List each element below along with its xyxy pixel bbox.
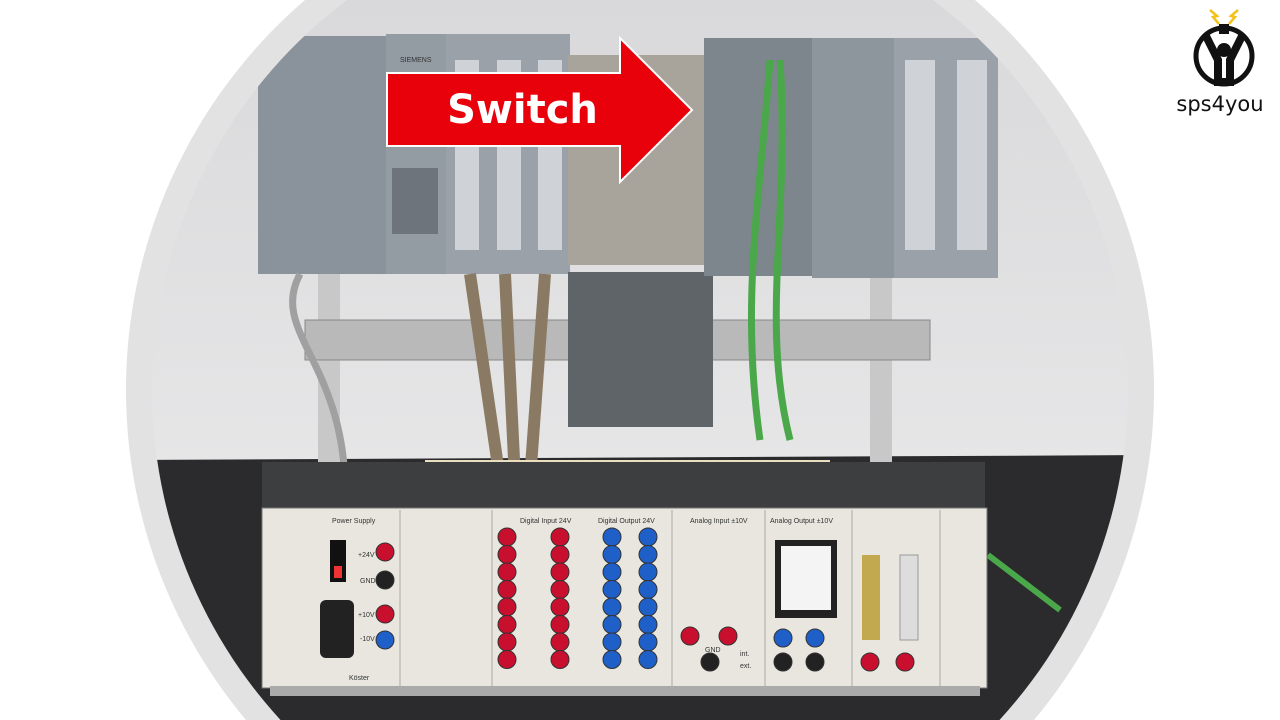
jack-socket xyxy=(638,597,658,617)
jack-socket xyxy=(638,650,658,669)
jack-socket xyxy=(497,650,517,669)
et200-module xyxy=(568,272,713,427)
section-label: Digital Input 24V xyxy=(520,518,572,525)
jack-socket xyxy=(375,570,395,590)
section-label: Digital Output 24V xyxy=(598,518,655,525)
analog-label: int. xyxy=(740,651,749,658)
jack-socket xyxy=(680,626,700,646)
jack-socket xyxy=(602,580,622,599)
jack-socket xyxy=(497,562,517,582)
analog-label: GND xyxy=(705,647,721,654)
jack-socket xyxy=(497,597,517,617)
power-label: +24V xyxy=(358,552,375,559)
jack-socket xyxy=(497,545,517,564)
jack-socket xyxy=(638,545,658,564)
jack-socket xyxy=(602,527,622,547)
jack-socket xyxy=(700,652,720,672)
jack-socket xyxy=(805,652,825,672)
jack-socket xyxy=(805,628,825,648)
jack-socket xyxy=(497,580,517,599)
section-label: Power Supply xyxy=(332,518,376,525)
jack-socket xyxy=(638,632,658,652)
jack-socket xyxy=(895,652,915,672)
jack-socket xyxy=(602,632,622,652)
jack-socket xyxy=(638,527,658,547)
plc-cpu-module xyxy=(258,36,386,274)
jack-socket xyxy=(638,562,658,582)
jack-socket xyxy=(375,542,395,562)
analog-label: ext. xyxy=(740,663,751,670)
maker-label: Köster xyxy=(349,675,370,682)
siemens-label: SIEMENS xyxy=(400,57,432,64)
sps4you-logo xyxy=(1193,9,1255,87)
jack-socket xyxy=(602,562,622,582)
jack-socket xyxy=(550,650,570,669)
jack-socket xyxy=(718,626,738,646)
jack-socket xyxy=(773,628,793,648)
section-label: Analog Output ±10V xyxy=(770,518,833,525)
jack-socket xyxy=(375,630,395,650)
jack-socket xyxy=(550,527,570,547)
power-label: +10V xyxy=(358,612,375,619)
logo-text: sps4you xyxy=(1176,92,1264,116)
jack-socket xyxy=(602,650,622,669)
jack-socket xyxy=(860,652,880,672)
jack-socket xyxy=(602,545,622,564)
power-label: GND xyxy=(360,578,376,585)
jack-socket xyxy=(602,597,622,617)
power-label: -10V xyxy=(360,636,375,643)
jack-socket xyxy=(550,597,570,617)
jack-socket xyxy=(375,604,395,624)
jack-socket xyxy=(497,615,517,634)
jack-socket xyxy=(638,615,658,634)
jack-socket xyxy=(550,580,570,599)
jack-socket xyxy=(550,562,570,582)
arrow-shape xyxy=(386,35,694,185)
section-label: Analog Input ±10V xyxy=(690,518,748,525)
jack-socket xyxy=(773,652,793,672)
jack-socket xyxy=(550,545,570,564)
jack-socket xyxy=(497,632,517,652)
jack-socket xyxy=(550,615,570,634)
jack-socket xyxy=(638,580,658,599)
jack-socket xyxy=(602,615,622,634)
jack-socket xyxy=(550,632,570,652)
arrow-label: Switch xyxy=(447,87,598,133)
jack-socket xyxy=(497,527,517,547)
